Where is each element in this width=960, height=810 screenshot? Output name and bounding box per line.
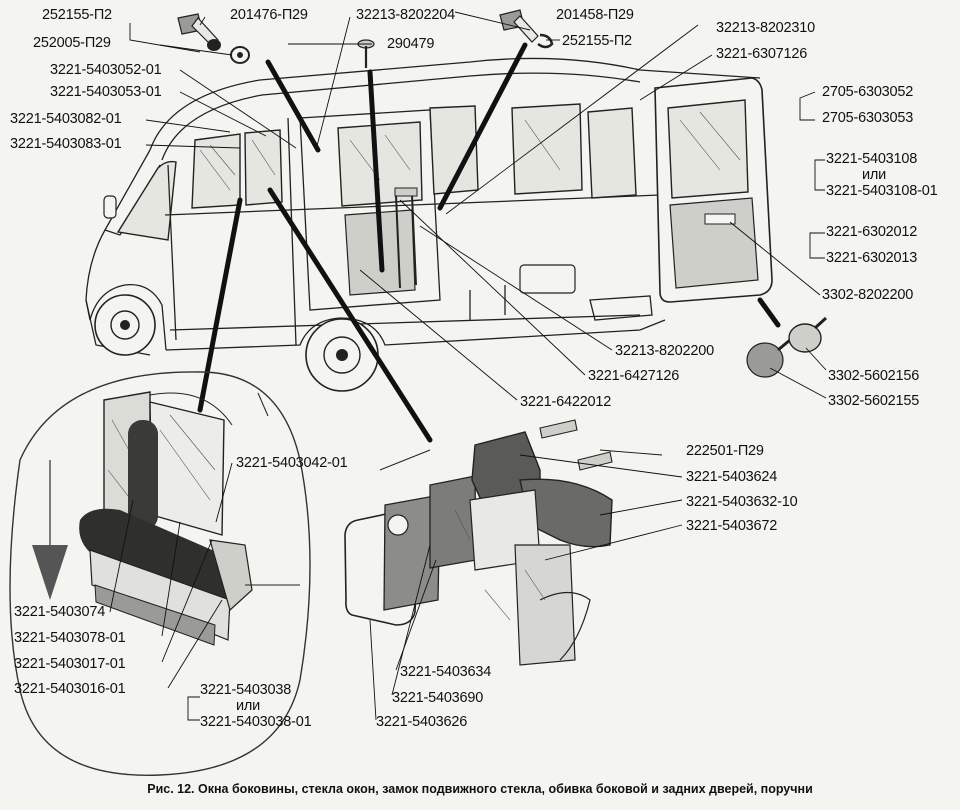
part-label: 3221-5403634: [400, 664, 492, 680]
part-label: 3221-6302013: [826, 250, 918, 266]
part-label: 3221-6422012: [520, 394, 612, 410]
latch-detail: [344, 419, 613, 666]
part-label: 252155-П2: [562, 33, 632, 49]
assembly-connector: [265, 59, 321, 153]
assembly-connector: [367, 69, 385, 273]
bolt-icon: [499, 9, 554, 49]
part-label: 3221-5403108-01: [826, 183, 938, 199]
bolt-icon: [177, 13, 219, 47]
part-label: 3221-5403016-01: [14, 681, 126, 697]
washer-icon: [207, 39, 250, 64]
part-label: 3221-5403108: [826, 151, 918, 167]
part-label: 3221-5403074: [14, 604, 106, 620]
leader-lines: [109, 11, 827, 721]
part-label: 222501-П29: [686, 443, 764, 459]
rivet-icon: [746, 316, 828, 378]
part-label: 3221-5403017-01: [14, 656, 126, 672]
part-label: 252005-П29: [33, 35, 111, 51]
part-label: 32213-8202310: [716, 20, 815, 36]
part-label: 3221-5403038: [200, 682, 292, 698]
part-label: 2705-6303052: [822, 84, 914, 100]
part-label: 201476-П29: [230, 7, 308, 23]
part-label: 3221-5403672: [686, 518, 778, 534]
part-label: 3221-5403082-01: [10, 111, 122, 127]
part-label: 3221-6427126: [588, 368, 680, 384]
part-label: 252155-П2: [42, 7, 112, 23]
part-label: 290479: [387, 36, 435, 52]
part-label: 3221-5403626: [376, 714, 468, 730]
part-label: 3302-5602155: [828, 393, 920, 409]
part-label: 3221-5403052-01: [50, 62, 162, 78]
part-label: 3221-5403078-01: [14, 630, 126, 646]
assembly-connector: [197, 197, 243, 413]
window-seal-detail: [9, 371, 311, 776]
part-label: 3221-6307126: [716, 46, 808, 62]
part-label: 3221-5403038-01: [200, 714, 312, 730]
part-label: 3221-5403042-01: [236, 455, 348, 471]
part-label: 3221-5403690: [392, 690, 484, 706]
part-label: 32213-8202200: [615, 343, 714, 359]
part-label: 3302-8202200: [822, 287, 914, 303]
van-illustration: [85, 57, 773, 392]
part-label: или: [236, 698, 261, 714]
figure-caption: Рис. 12. Окна боковины, стекла окон, зам…: [147, 782, 813, 796]
part-label: 32213-8202204: [356, 7, 455, 23]
part-label: 3221-5403624: [686, 469, 778, 485]
part-label: 3221-5403053-01: [50, 84, 162, 100]
part-label: 201458-П29: [556, 7, 634, 23]
part-label: 3302-5602156: [828, 368, 920, 384]
part-label: 3221-6302012: [826, 224, 918, 240]
assembly-connector: [437, 42, 528, 211]
part-label: 3221-5403632-10: [686, 494, 798, 510]
part-label: 2705-6303053: [822, 110, 914, 126]
part-label: или: [862, 167, 887, 183]
assembly-connector: [267, 187, 433, 443]
part-label: 3221-5403083-01: [10, 136, 122, 152]
assembly-connector: [757, 297, 781, 328]
